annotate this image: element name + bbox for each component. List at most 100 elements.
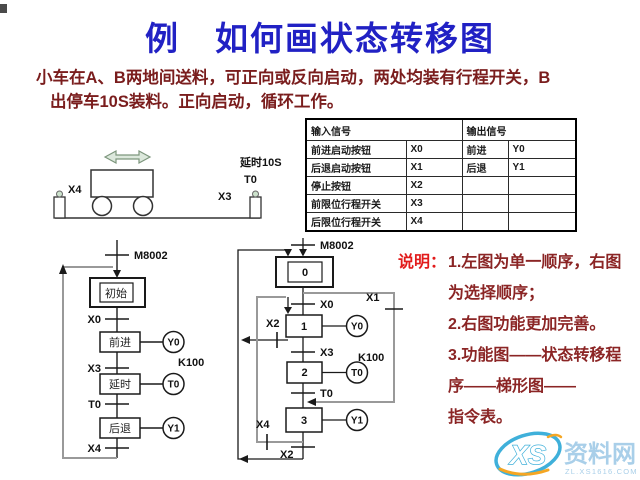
- output-code: Y0: [507, 140, 577, 159]
- cart-x4-label: X4: [68, 184, 82, 196]
- watermark-logo: XS 资料网 ZL.XS1616.COM: [494, 431, 638, 477]
- output-name: [461, 212, 509, 232]
- t0-output-circle: [345, 361, 369, 384]
- input-name: 后退启动按钮: [305, 158, 407, 177]
- y0-output-circle: [345, 314, 369, 338]
- notes-label: 说明：: [398, 254, 447, 271]
- delay-state-label: 延时: [109, 378, 131, 391]
- initial-state-label: 初始: [105, 286, 127, 300]
- input-code: X0: [405, 140, 463, 159]
- logo-monogram: XS: [508, 440, 546, 470]
- input-code: X2: [405, 176, 463, 195]
- table-row: 后限位行程开关 X4: [305, 212, 577, 232]
- table-row: 前限位行程开关 X3: [305, 194, 577, 213]
- state1-entry-arrow: [284, 307, 292, 314]
- cart-body: [90, 169, 154, 217]
- y0-output-label: Y0: [167, 338, 180, 349]
- table-row: 前进启动按钮 X0 前进 Y0: [305, 140, 577, 159]
- note-line: 序——梯形图——: [448, 378, 577, 395]
- output-name: [461, 176, 509, 195]
- note-line: 2.右图功能更加完善。: [448, 316, 606, 333]
- state0-box: [275, 256, 334, 288]
- output-code: [507, 176, 577, 195]
- t0-transition-label: T0: [88, 399, 101, 411]
- double-arrow-icon: [103, 149, 152, 165]
- right-limit-switch: [249, 190, 262, 219]
- x2-left-label: X2: [266, 318, 279, 330]
- logo-orange-tip: [546, 433, 563, 439]
- output-code: [507, 194, 577, 213]
- k100-label: K100: [178, 357, 204, 369]
- output-name: 前进: [461, 140, 509, 159]
- state3-label: 3: [301, 415, 307, 427]
- k100-label: K100: [358, 352, 384, 364]
- m8002-label: M8002: [134, 250, 168, 262]
- x2-bottom-label: X2: [280, 449, 293, 461]
- input-name: 前限位行程开关: [305, 194, 407, 213]
- left-sfc-diagram: 初始 M8002 X0 前进 Y0 X3 K100 延时 T0 T0 后退 Y1…: [59, 240, 204, 459]
- forward-state-label: 前进: [109, 335, 131, 349]
- y1-output-label: Y1: [167, 424, 180, 435]
- input-name: 停止按钮: [305, 176, 407, 195]
- input-code: X1: [405, 158, 463, 177]
- cart-delay-label: 延时10S: [239, 155, 282, 169]
- notes-block: 说明： 1.左图为单一顺序，右图 为选择顺序； 2.右图功能更加完善。 3.功能…: [398, 247, 640, 433]
- x3-label: X3: [88, 363, 101, 375]
- table-row: 停止按钮 X2: [305, 176, 577, 195]
- input-header: 输入信号: [305, 118, 463, 141]
- right-sfc-diagram: 0 M8002 X0 X1 X2 1 Y0 X3 K100 2 T0 T0 X4…: [237, 238, 403, 463]
- state2-label: 2: [301, 367, 307, 379]
- t0-output-label: T0: [168, 380, 180, 391]
- logo-site-url: ZL.XS1616.COM: [565, 467, 638, 476]
- left-sfc-transition-bars: [105, 254, 129, 449]
- entry-arrow-loop: [284, 249, 292, 257]
- x0-label: X0: [88, 314, 101, 326]
- state2-box: [286, 361, 323, 384]
- branch-rejoin-arrow: [307, 398, 316, 406]
- input-name: 后限位行程开关: [305, 212, 407, 232]
- problem-statement: 小车在A、B两地间送料，可正向或反向启动，两处均装有行程开关，B 出停车10S装…: [36, 66, 628, 114]
- note-line: 1.左图为单一顺序，右图: [448, 254, 622, 271]
- left-sfc-main-lines: [116, 240, 163, 458]
- input-code: X4: [405, 212, 463, 232]
- left-limit-switch: [53, 190, 66, 219]
- back-state-box: [99, 417, 141, 439]
- initial-state-box: [89, 277, 146, 308]
- x4-label: X4: [88, 443, 102, 455]
- bottom-loop-arrow: [239, 455, 248, 463]
- state1-box: [285, 314, 323, 338]
- left-branch-line: [256, 296, 303, 443]
- input-code: X3: [405, 194, 463, 213]
- input-name: 前进启动按钮: [305, 140, 407, 159]
- note-line: 3.功能图——状态转移程: [448, 347, 622, 364]
- cart-x3-label: X3: [218, 191, 231, 203]
- output-name: 后退: [461, 158, 509, 177]
- x1-label: X1: [366, 292, 379, 304]
- entry-arrow-main: [299, 249, 307, 257]
- io-signal-table: 输入信号 输出信号 前进启动按钮 X0 前进 Y0 后退启动按钮 X1 后退 Y…: [305, 118, 577, 232]
- right-sfc-main-lines: [237, 238, 346, 460]
- state3-box: [285, 407, 323, 433]
- output-name: [461, 194, 509, 213]
- note-line: 为选择顺序；: [448, 285, 545, 302]
- page-title: 例 如何画状态转移图: [145, 20, 495, 57]
- output-code: [507, 212, 577, 232]
- x3-label: X3: [320, 347, 333, 359]
- y0-output-label: Y0: [351, 322, 364, 333]
- cart-timer-label: T0: [244, 174, 257, 186]
- problem-line-2: 出停车10S装料。正向启动，循环工作。: [50, 93, 344, 111]
- problem-line-1: 小车在A、B两地间送料，可正向或反向启动，两处均装有行程开关，B: [36, 69, 551, 87]
- t0-transition-label: T0: [320, 388, 333, 400]
- cart-diagram: X4 X3 延时10S T0: [53, 149, 282, 219]
- back-state-label: 后退: [109, 422, 131, 435]
- table-row: 后退启动按钮 X1 后退 Y1: [305, 158, 577, 177]
- loop-up-arrow: [59, 264, 67, 274]
- right-branch-line: [303, 292, 395, 403]
- state0-label: 0: [302, 267, 308, 279]
- t0-output-circle: [162, 372, 185, 396]
- x2-exit-arrow: [241, 336, 250, 344]
- logo-orange-swoosh: [498, 467, 550, 476]
- y1-output-label: Y1: [351, 416, 364, 427]
- state1-label: 1: [301, 321, 307, 333]
